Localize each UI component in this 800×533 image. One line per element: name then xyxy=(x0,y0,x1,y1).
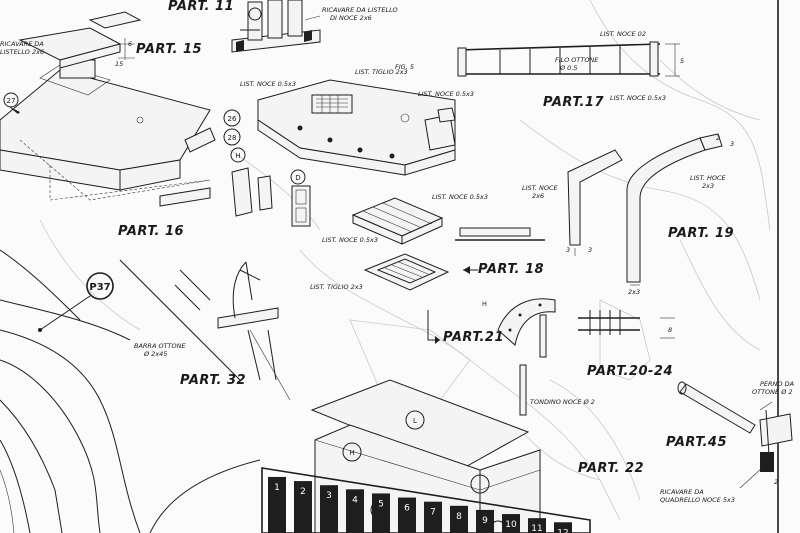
strip-number: 4 xyxy=(352,495,358,505)
part-21-label: PART.21 xyxy=(443,330,504,345)
part-20-24-drawing: 8 xyxy=(578,310,675,339)
p37-marker: P37 xyxy=(38,272,114,332)
list-noce-02-note: LIST. NOCE 02 xyxy=(600,30,646,38)
svg-text:15: 15 xyxy=(115,60,123,68)
strip-number: 8 xyxy=(456,512,462,522)
svg-text:3: 3 xyxy=(566,246,570,254)
strip-number: 7 xyxy=(430,508,436,518)
list-noce-note-c: LIST. NOCE 0.5x3 xyxy=(432,193,488,201)
part-11-label: PART. 11 xyxy=(168,0,234,14)
strip-number: 3 xyxy=(326,491,332,501)
part-18-label: PART. 18 xyxy=(478,262,544,277)
filo-ottone-note-1: FILO OTTONE xyxy=(555,56,599,64)
strip-cell xyxy=(450,505,468,533)
strip-cell xyxy=(424,501,442,533)
svg-text:6: 6 xyxy=(128,40,132,48)
background-ghost-lines xyxy=(39,0,771,521)
list-tiglio-top-note: LIST. TIGLIO 2x3 xyxy=(355,68,408,76)
ricavare-listello-note: RICAVARE DA LISTELLO xyxy=(322,6,398,14)
list-hoce-note-1: LIST. HOCE xyxy=(690,174,727,182)
svg-text:3: 3 xyxy=(588,246,592,254)
strip-number: 1 xyxy=(274,483,280,493)
svg-text:28: 28 xyxy=(228,134,237,142)
svg-text:I: I xyxy=(479,481,481,489)
ricavare-quad-note-2: QUADRELLO NOCE 5x3 xyxy=(660,496,735,504)
strip-cell xyxy=(372,493,390,533)
strip-cell xyxy=(398,497,416,533)
part-16-label: PART. 16 xyxy=(118,224,184,239)
di-noce-note: DI NOCE 2x6 xyxy=(330,14,372,22)
strip-number: 6 xyxy=(404,504,410,514)
barra-ottone-note-1: BARRA OTTONE xyxy=(134,342,186,350)
part-17-drawing: 5 xyxy=(457,41,684,77)
strip-number: 10 xyxy=(505,520,517,530)
barra-ottone-note-2: Ø 2x45 xyxy=(143,350,167,358)
svg-text:26: 26 xyxy=(228,115,237,123)
svg-text:8: 8 xyxy=(668,326,672,334)
strip-cell xyxy=(320,485,338,533)
deckhouse-drawing xyxy=(257,79,456,176)
strip-number: 12 xyxy=(557,528,568,533)
strip-cell xyxy=(528,518,546,533)
svg-text:27: 27 xyxy=(7,97,16,105)
ricavare-quad-note-1: RICAVARE DA xyxy=(660,488,704,496)
list-noce-2x6-note-2: 2x6 xyxy=(532,192,544,200)
numbered-strip: 123456789101112 xyxy=(261,467,591,533)
list-noce-note-a: LIST. NOCE 0.5x3 xyxy=(240,80,296,88)
strip-cell xyxy=(294,481,312,533)
ricavare-note-2: LISTELLO 2x6 xyxy=(0,48,44,56)
fig-note: FIG. 5 xyxy=(395,63,414,71)
strip-cell xyxy=(502,514,520,533)
part-45-label: PART.45 xyxy=(666,435,727,450)
strip-number: 9 xyxy=(482,516,488,526)
filo-ottone-note-2: Ø 0.5 xyxy=(559,64,578,72)
svg-text:2: 2 xyxy=(774,478,778,486)
strip-number: 11 xyxy=(531,524,542,533)
list-tiglio-2x3-note: LIST. TIGLIO 2x3 xyxy=(310,283,363,291)
svg-text:L: L xyxy=(413,417,417,425)
strip-cell xyxy=(268,476,286,533)
part-20-24-label: PART.20-24 xyxy=(587,364,673,379)
part-45-drawing xyxy=(677,381,793,489)
svg-text:2: 2 xyxy=(716,134,720,142)
perno-note-1: PERNO DA xyxy=(760,380,794,388)
part-22-label: PART. 22 xyxy=(578,461,644,476)
part-15-16-drawing: 6 15 27 26 28 xyxy=(0,11,241,207)
list-hoce-note-2: 2x3 xyxy=(702,182,714,190)
perno-note-2: OTTONE Ø 2 xyxy=(752,388,793,396)
list-noce-note-d: LIST. NOCE 0.5x3 xyxy=(322,236,378,244)
svg-text:H: H xyxy=(482,300,487,308)
svg-text:5: 5 xyxy=(680,57,684,65)
part-18-drawing xyxy=(351,197,545,291)
hull-lines-left xyxy=(0,249,261,533)
part-32-label: PART. 32 xyxy=(180,373,246,388)
part-32-drawing xyxy=(174,261,291,401)
part-19-label: PART. 19 xyxy=(668,226,734,241)
part-21-drawing: H xyxy=(427,298,556,416)
svg-text:3: 3 xyxy=(730,140,734,148)
p37-label: P37 xyxy=(89,282,110,293)
part-19-drawing: 2 3 3 3 2x3 xyxy=(566,133,734,296)
strip-cell xyxy=(554,522,572,533)
list-noce-2x6-note-1: LIST. NOCE xyxy=(522,184,559,192)
h-d-pieces: H D xyxy=(230,147,311,227)
svg-text:H: H xyxy=(235,152,240,160)
ricavare-note-1: RICAVARE DA xyxy=(0,40,44,48)
strip-cell xyxy=(346,489,364,533)
part-17-label: PART.17 xyxy=(543,95,604,110)
strip-number: 2 xyxy=(300,487,306,497)
svg-text:D: D xyxy=(295,174,300,182)
part-11-drawing xyxy=(231,0,321,53)
svg-text:2x3: 2x3 xyxy=(628,288,640,296)
svg-text:H: H xyxy=(349,449,354,457)
part-15-label: PART. 15 xyxy=(136,42,202,57)
strip-number: 5 xyxy=(378,499,384,509)
tondino-note: TONDINO NOCE Ø 2 xyxy=(530,398,595,406)
list-noce-note-b: LIST. NOCE 0.5x3 xyxy=(418,90,474,98)
list-noce-17-note: LIST. NOCE 0.5x3 xyxy=(610,94,666,102)
strip-cell xyxy=(476,509,494,533)
